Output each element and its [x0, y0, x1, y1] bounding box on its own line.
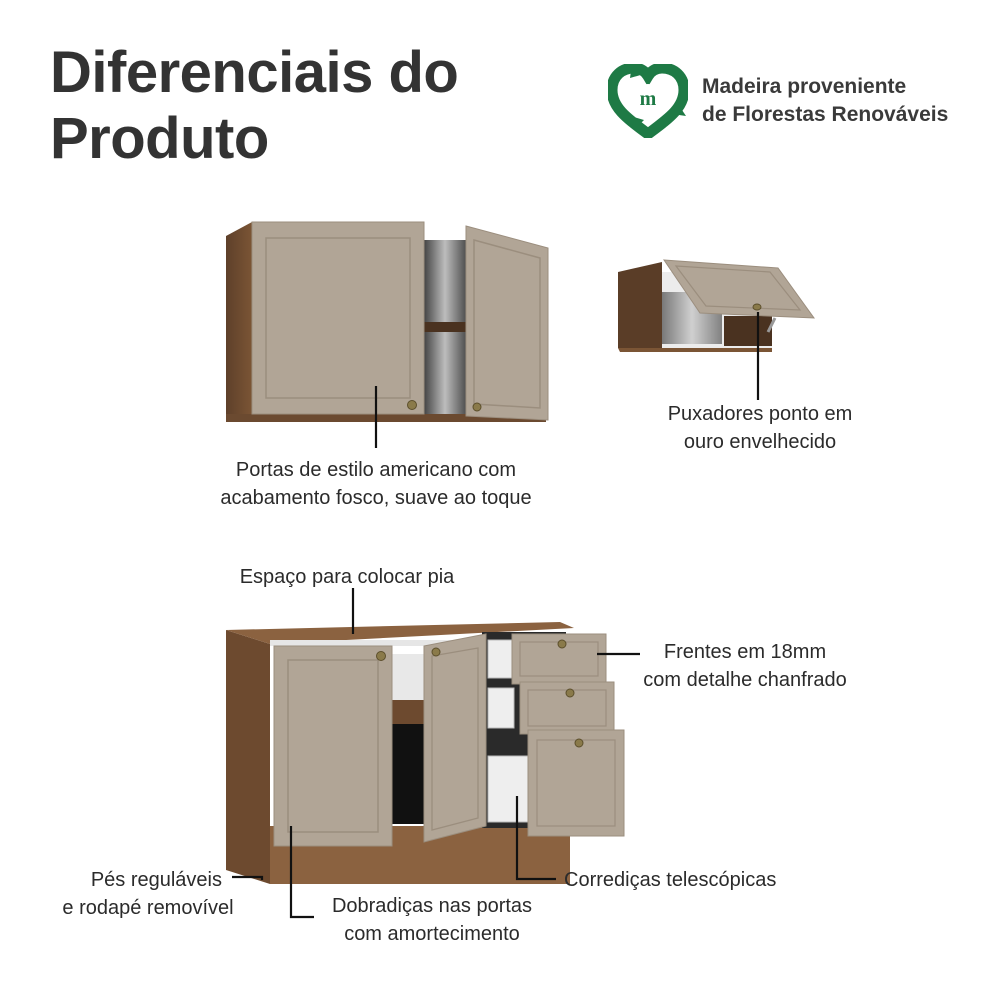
callout-handles: Puxadores ponto em ouro envelhecido [667, 403, 853, 453]
callout-sink-space: Espaço para colocar pia [239, 566, 455, 588]
callout-upper-doors: Portas de estilo americano com acabament… [220, 459, 532, 509]
base-cabinet-illustration [226, 622, 625, 884]
leader-slides [515, 796, 556, 881]
flipup-cabinet-illustration [618, 259, 816, 352]
callout-slides: Corrediças telescópicas [564, 869, 777, 891]
upper-cabinet-illustration [226, 221, 549, 422]
callout-hinges: Dobradiças nas portas com amortecimento [331, 895, 533, 945]
svg-text:m: m [640, 88, 657, 110]
leader-feet [232, 875, 264, 880]
badge-line1: Madeira proveniente [702, 75, 907, 98]
leader-hinges [289, 826, 314, 919]
callout-fronts: Frentes em 18mm com detalhe chanfrado [643, 641, 847, 691]
recycle-heart-m-icon: m [608, 64, 688, 138]
page-title-line1: Diferenciais do [50, 40, 459, 105]
callout-feet: Pés reguláveis e rodapé removível [62, 869, 234, 919]
page-title-line2: Produto [50, 106, 269, 171]
badge-line2: de Florestas Renováveis [702, 103, 949, 126]
page-title: Diferenciais do Produto [50, 40, 459, 172]
sustainability-badge: m Madeira proveniente de Florestas Renov… [608, 64, 948, 138]
